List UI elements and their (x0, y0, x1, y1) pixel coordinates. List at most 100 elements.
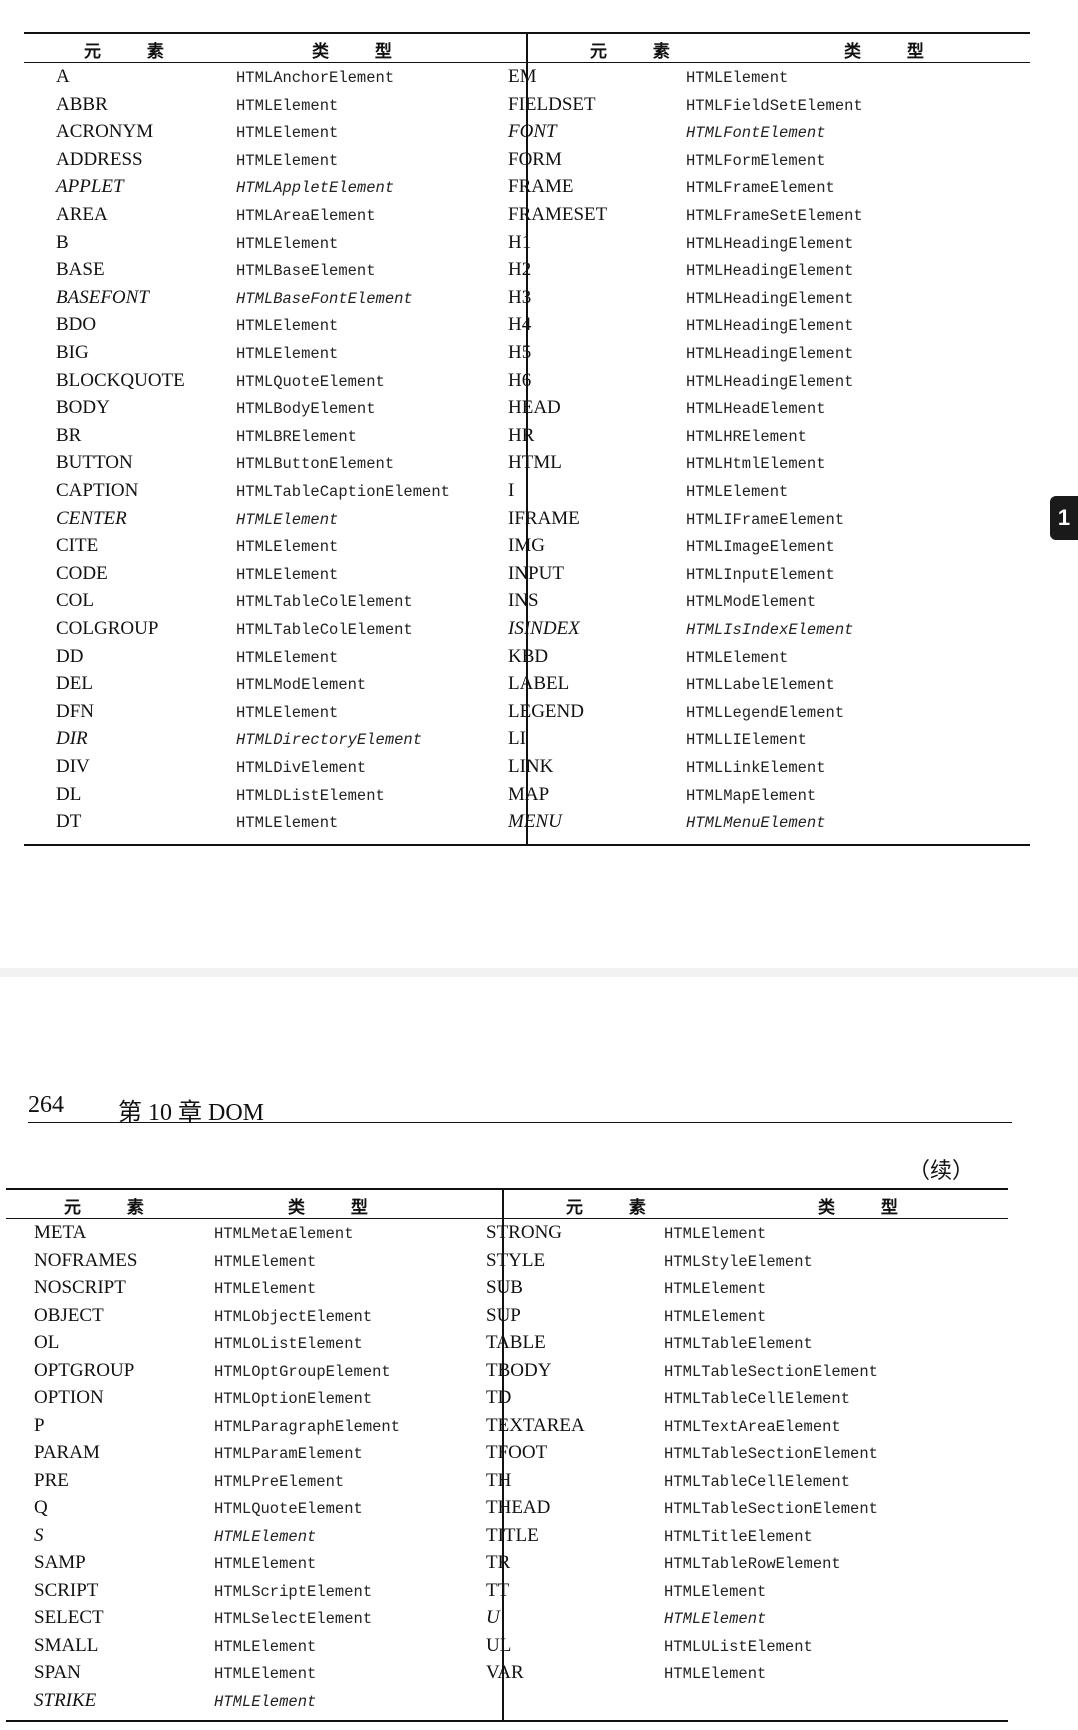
left-element-type: HTMLElement (236, 151, 339, 170)
right-element-type: HTMLLegendElement (686, 703, 845, 722)
right-element-name: HEAD (508, 397, 561, 419)
chapter-tab: 1 (1050, 496, 1078, 540)
left-element-type: HTMLElement (214, 1252, 317, 1271)
right-element-name: TITLE (486, 1524, 539, 1546)
right-element-name: LEGEND (508, 700, 584, 722)
left-element-type: HTMLMetaElement (214, 1225, 354, 1243)
left-element-name: BR (56, 424, 82, 446)
left-element-type: HTMLElement (214, 1527, 317, 1546)
right-element-type: HTMLFrameElement (686, 179, 835, 198)
table-row: AREA HTMLAreaElement (24, 202, 376, 228)
left-element-name: SCRIPT (34, 1579, 99, 1601)
right-element-name: STYLE (486, 1249, 546, 1271)
left-element-type: HTMLParagraphElement (214, 1417, 401, 1436)
left-element-type: HTMLElement (236, 510, 339, 529)
right-element-type: HTMLTableElement (664, 1335, 813, 1353)
left-element-type: HTMLElement (214, 1692, 317, 1711)
left-element-type: HTMLTableColElement (236, 621, 413, 639)
right-element-name: LI (508, 728, 526, 750)
left-element-name: NOFRAMES (34, 1249, 138, 1271)
right-element-name: TR (486, 1552, 511, 1573)
right-element-name: LINK (508, 756, 554, 777)
header-element-left: 元 素 (84, 42, 184, 62)
left-element-name: DT (56, 811, 82, 833)
right-element-name: HR (508, 424, 535, 446)
right-element-type: HTMLTableCellElement (664, 1472, 851, 1491)
left-element-type: HTMLTableCaptionElement (236, 483, 450, 501)
left-element-type: HTMLBaseElement (236, 262, 376, 281)
left-element-name: SMALL (34, 1634, 99, 1656)
running-header: 264 第 10 章 DOM (28, 1090, 1012, 1126)
header-type-right: 类 型 (844, 42, 944, 62)
left-element-type: HTMLAreaElement (236, 207, 376, 225)
table-row: SMALL HTMLElement (6, 1633, 316, 1659)
right-element-name: THEAD (486, 1497, 551, 1518)
left-element-type: HTMLElement (214, 1637, 317, 1656)
left-element-type: HTMLAppletElement (236, 179, 395, 198)
right-element-name: TD (486, 1387, 512, 1408)
right-element-type: HTMLTextAreaElement (664, 1417, 841, 1436)
left-element-type: HTMLSelectElement (214, 1610, 373, 1628)
left-element-name: AREA (56, 204, 108, 225)
left-element-name: Q (34, 1497, 48, 1518)
left-element-type: HTMLBaseFontElement (236, 289, 413, 308)
left-element-type: HTMLElement (236, 345, 339, 363)
right-element-type: HTMLMenuElement (686, 814, 826, 833)
page-separator (0, 968, 1078, 977)
table-row: Q HTMLQuoteElement (6, 1495, 363, 1521)
left-element-name: DIV (56, 756, 90, 777)
left-element-type: HTMLTableColElement (236, 593, 413, 612)
right-element-type: HTMLLIElement (686, 731, 807, 750)
right-element-name: MENU (508, 811, 562, 833)
right-element-name: FORM (508, 148, 562, 170)
right-element-type: HTMLStyleElement (664, 1252, 813, 1271)
table-row: MENU HTMLMenuElement (24, 809, 826, 835)
right-element-type: HTMLHeadingElement (686, 345, 854, 363)
left-element-type: HTMLElement (236, 317, 339, 336)
left-element-type: HTMLDivElement (236, 759, 367, 777)
right-element-name: U (486, 1607, 500, 1628)
left-element-name: BUTTON (56, 452, 133, 474)
left-element-name: SPAN (34, 1662, 81, 1683)
right-element-name: TH (486, 1469, 512, 1491)
right-element-type: HTMLElement (686, 69, 789, 87)
left-element-type: HTMLElement (236, 124, 339, 143)
left-element-type: HTMLOptionElement (214, 1390, 373, 1408)
left-element-type: HTMLQuoteElement (214, 1500, 363, 1518)
header-type-left: 类 型 (312, 42, 412, 62)
left-element-name: PARAM (34, 1442, 100, 1463)
left-element-type: HTMLElement (236, 703, 339, 722)
